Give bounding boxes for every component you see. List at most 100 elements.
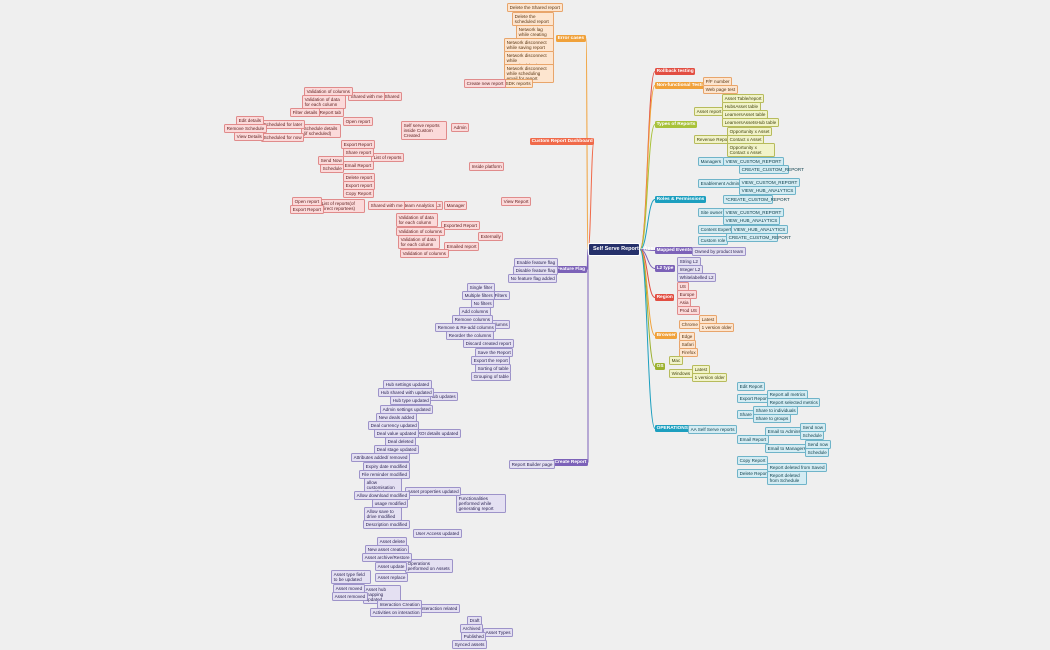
branch-l2-type[interactable]: L2 type [655, 265, 675, 272]
root-node[interactable]: Self Serve Report - Asset Hub [588, 243, 671, 256]
branch-os[interactable]: OS [655, 363, 666, 370]
role-custom-role[interactable]: Custom role [698, 236, 728, 245]
role-managers[interactable]: Managers [698, 157, 724, 166]
branch-rollback[interactable]: Rollback testing [655, 68, 696, 75]
view-report[interactable]: View Report [501, 197, 532, 206]
builder-action[interactable]: Grouping of table [471, 372, 512, 381]
report-tab[interactable]: Report tab [317, 108, 344, 117]
create-new-report[interactable]: Create new report [464, 79, 506, 88]
error-item[interactable]: Network disconnect while saving report [504, 38, 554, 52]
browser-item[interactable]: Firefox [679, 348, 699, 357]
branch-browser[interactable]: Browser [655, 332, 678, 339]
asset-prop-item[interactable]: Allow save to drive modified [364, 507, 402, 521]
roi-updated[interactable]: ROI details updated [415, 429, 461, 438]
mapped-item[interactable]: Owned by product team [692, 247, 746, 256]
interaction-related[interactable]: Interaction related [418, 604, 460, 613]
op-share-item[interactable]: Share to groups [753, 414, 791, 423]
exported-report[interactable]: Exported Report [441, 221, 480, 230]
validation-columns[interactable]: Validation of columns [400, 249, 449, 258]
os-mac[interactable]: Mac [669, 356, 683, 365]
copy-report[interactable]: Copy Report [343, 189, 374, 198]
permission-item[interactable]: VIEW_HUB_ANALYTICS [723, 216, 780, 225]
scheduled-now[interactable]: Scheduled for now [261, 133, 305, 142]
branch-roles[interactable]: Roles & Permissions [655, 196, 706, 203]
shared-with-me[interactable]: Shared with me [368, 201, 406, 210]
asset-replace[interactable]: Asset replace [375, 573, 409, 582]
op-email[interactable]: Email Report [737, 435, 769, 444]
scheduled-later[interactable]: Scheduled for later [261, 120, 305, 129]
op-copy[interactable]: Copy Report [737, 456, 768, 465]
asset-prop-item[interactable]: Attributes added/ removed [351, 453, 411, 462]
open-report[interactable]: Open report [343, 117, 373, 126]
op-edit[interactable]: Edit Report [737, 382, 766, 391]
op-export[interactable]: Export Report [737, 394, 771, 403]
op-schedule[interactable]: Schedule [800, 431, 825, 440]
asset-update-item[interactable]: Asset archive/Restore [362, 553, 413, 562]
interaction-item[interactable]: Activities on interaction [370, 608, 423, 617]
filter-details[interactable]: Filter details [290, 108, 320, 117]
role-enablement-admin[interactable]: Enablement Admin [698, 179, 742, 188]
op-schedule[interactable]: Schedule [805, 448, 830, 457]
branch-custom-dashboard[interactable]: Custom Report Dashboard [530, 138, 595, 145]
asset-properties[interactable]: Asset properties updated [405, 487, 462, 496]
branch-region[interactable]: Region [655, 294, 675, 301]
self-serve-custom[interactable]: Self serve reports inside Custom Created [401, 121, 447, 141]
sdk-reports[interactable]: SDK reports [503, 79, 534, 88]
report-builder-page[interactable]: Report Builder page [509, 460, 556, 469]
schedule[interactable]: Schedule [320, 164, 345, 173]
op-delete-item[interactable]: Report deleted from Schedule [767, 471, 807, 485]
error-item[interactable]: Delete the scheduled report [512, 12, 554, 26]
branch-mapped-events[interactable]: Mapped Events [655, 247, 694, 254]
inside-platform[interactable]: Inside platform [469, 162, 505, 171]
functionalities-node[interactable]: Functionalities performed while generati… [456, 494, 506, 514]
permission-item[interactable]: *CREATE_CUSTOM_REPORT [723, 195, 790, 204]
email-report[interactable]: Email Report [342, 161, 374, 170]
validation-data[interactable]: Validation of data for each column [398, 235, 440, 249]
share-report[interactable]: Share report [343, 148, 374, 157]
ff-item[interactable]: No feature flag added [508, 274, 558, 283]
builder-action[interactable]: Discard created report [463, 339, 514, 348]
branch-error-cases[interactable]: Error cases [556, 35, 586, 42]
asset-type-item[interactable]: LearnersAssetsHub table [722, 118, 779, 127]
user-access[interactable]: User Access updated [413, 529, 462, 538]
ops-on-assets[interactable]: Operations performed on Assets [405, 559, 453, 573]
hub-item[interactable]: Hub type updated [390, 396, 432, 405]
permission-item[interactable]: CREATE_CUSTOM_REPORT [726, 233, 791, 242]
schedule-details[interactable]: Schedule details (if scheduled) [301, 124, 341, 138]
branch-types[interactable]: Types of Reports [655, 121, 698, 128]
branch-nonfunctional[interactable]: Non-functional Testing [655, 82, 711, 89]
asset-prop-item[interactable]: Description modified [363, 520, 410, 529]
validation-data[interactable]: Validation of data for each column [396, 213, 438, 227]
permission-item[interactable]: VIEW_HUB_ANALYTICS [739, 186, 796, 195]
admin-node[interactable]: Admin [451, 123, 470, 132]
list-direct-reports[interactable]: List of reports(of direct reportees) [319, 199, 365, 213]
nonfunc-item[interactable]: Web page test [703, 85, 738, 94]
role-site-owner[interactable]: Site owner [698, 208, 725, 217]
asset-mapping-item[interactable]: Asset removed [332, 592, 368, 601]
view-details[interactable]: View Details [234, 132, 265, 141]
list-of-reports[interactable]: List of reports [371, 153, 405, 162]
manager-node[interactable]: Manager [444, 201, 468, 210]
os-version[interactable]: 1 version older [692, 373, 728, 382]
error-item[interactable]: Delete the Shared report [507, 3, 563, 12]
emailed-report[interactable]: Emailed report [444, 242, 480, 251]
branch-operations[interactable]: OPERATIONS [655, 425, 690, 432]
aa-self-serve[interactable]: AA Self Serve reports [688, 425, 738, 434]
shared-with-me[interactable]: Shared with me [348, 92, 386, 101]
asset-update[interactable]: Asset update [375, 562, 408, 571]
permission-item[interactable]: CREATE_CUSTOM_REPORT [739, 165, 804, 174]
team-analytics[interactable]: team Analytics [402, 201, 437, 210]
asset-type-item[interactable]: Synced assets [452, 640, 488, 649]
op-share[interactable]: Share [737, 410, 755, 419]
op-delete[interactable]: Delete Report [737, 469, 771, 478]
region-item[interactable]: Prod US [677, 306, 700, 315]
op-email-managers[interactable]: Email to Managers [765, 444, 809, 453]
browser-chrome[interactable]: Chrome [679, 320, 701, 329]
revenue-item[interactable]: Opportunity x Contact x Asset [727, 143, 775, 157]
op-email-admins[interactable]: Email to Admins [765, 427, 804, 436]
l2-item[interactable]: Whitelabelled L2 [677, 273, 717, 282]
export-report[interactable]: Export Report [290, 205, 324, 214]
asset-report-node[interactable]: Asset report [694, 107, 724, 116]
branch-create-report[interactable]: Create Report [553, 459, 588, 466]
branch-feature-flag[interactable]: Feature Flag [555, 266, 587, 273]
